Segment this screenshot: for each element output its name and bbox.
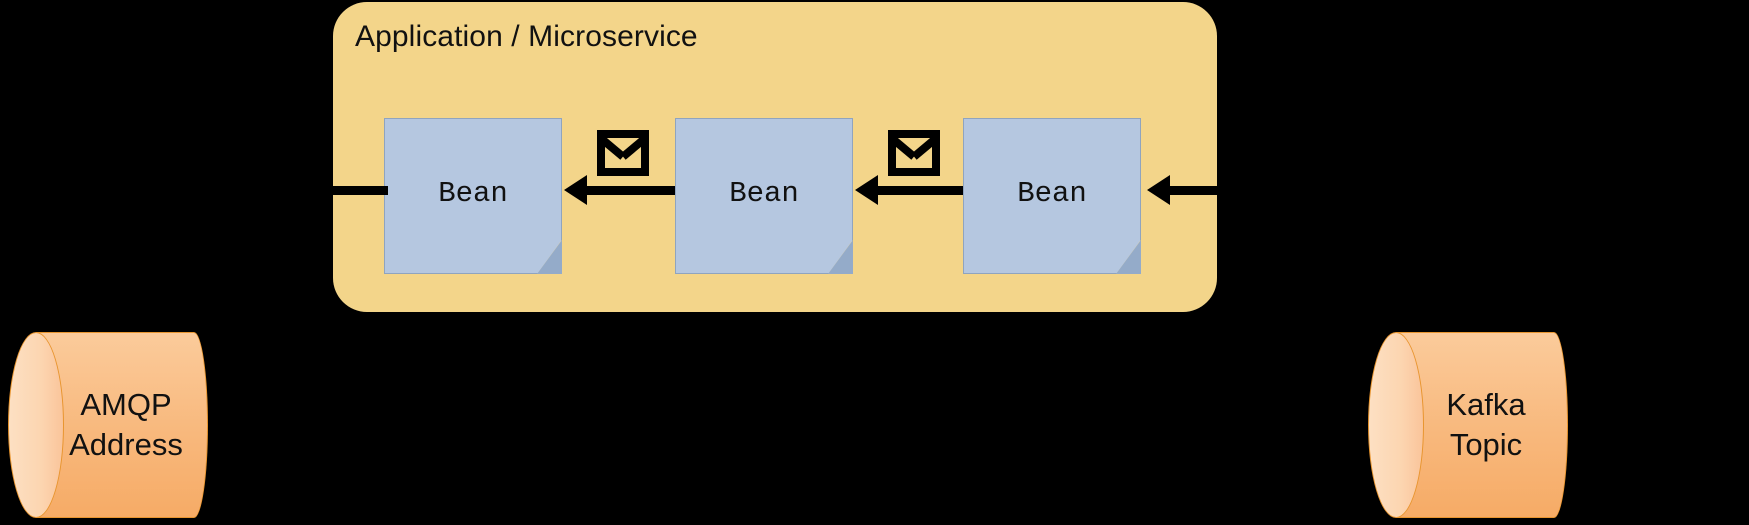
cylinder-body xyxy=(1396,332,1568,518)
amqp-label-line-2: Address xyxy=(69,427,183,462)
envelope-icon-1 xyxy=(597,130,649,176)
kafka-topic-cylinder[interactable]: Kafka Topic xyxy=(1368,332,1568,518)
kafka-topic-label: Kafka Topic xyxy=(1408,332,1564,518)
envelope-body xyxy=(597,130,649,176)
arrowhead-left-icon xyxy=(564,175,587,205)
inbound-line-left xyxy=(328,186,388,195)
arrow-bean3-to-bean2 xyxy=(855,175,963,205)
cylinder-end-cap xyxy=(8,332,64,518)
cylinder-end-cap xyxy=(1368,332,1424,518)
amqp-address-cylinder[interactable]: AMQP Address xyxy=(8,332,208,518)
arrow-kafka-to-bean3 xyxy=(1147,175,1228,205)
bean-document-shape xyxy=(963,118,1141,274)
arrow-bean2-to-bean1 xyxy=(564,175,675,205)
bean-node-2[interactable]: Bean xyxy=(675,118,853,274)
envelope-icon-2 xyxy=(888,130,940,176)
bean-node-1[interactable]: Bean xyxy=(384,118,562,274)
bean-label: Bean xyxy=(1017,176,1087,210)
kafka-label-line-1: Kafka xyxy=(1446,387,1526,423)
bean-document-shape xyxy=(384,118,562,274)
amqp-address-label: AMQP Address xyxy=(48,332,204,518)
kafka-label-line-2: Topic xyxy=(1449,427,1523,462)
container-title: Application / Microservice xyxy=(355,20,698,53)
bean-label: Bean xyxy=(729,176,799,210)
envelope-body xyxy=(888,130,940,176)
cylinder-body xyxy=(36,332,208,518)
arrowhead-left-icon xyxy=(1147,175,1170,205)
bean-node-3[interactable]: Bean xyxy=(963,118,1141,274)
arrowhead-left-icon xyxy=(855,175,878,205)
bean-label: Bean xyxy=(438,176,508,210)
amqp-label-line-1: AMQP xyxy=(80,387,172,423)
bean-document-shape xyxy=(675,118,853,274)
application-microservice-container: Application / Microservice Bean Bean Bea… xyxy=(333,2,1217,312)
